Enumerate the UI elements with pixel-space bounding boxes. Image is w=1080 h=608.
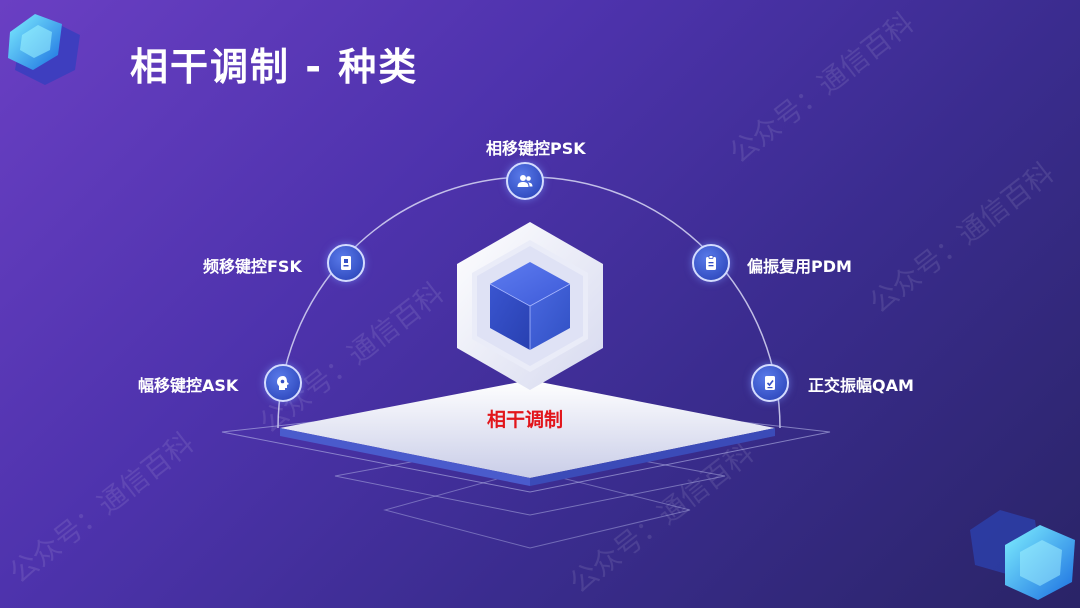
node-label-qam: 正交振幅QAM [808, 376, 914, 395]
corner-cube-icon [970, 510, 1075, 600]
center-label: 相干调制 [487, 409, 564, 431]
badge-icon [327, 244, 365, 282]
node-label-psk: 相移键控PSK [486, 139, 586, 158]
node-label-pdm: 偏振复用PDM [747, 257, 852, 276]
node-label-fsk: 频移键控FSK [203, 257, 302, 276]
node-label-ask: 幅移键控ASK [138, 376, 239, 395]
checklist-icon [751, 364, 789, 402]
users-icon [506, 162, 544, 200]
page-title: 相干调制 - 种类 [130, 45, 419, 89]
document-icon [692, 244, 730, 282]
brain-icon [264, 364, 302, 402]
corner-cube-icon [8, 14, 80, 85]
